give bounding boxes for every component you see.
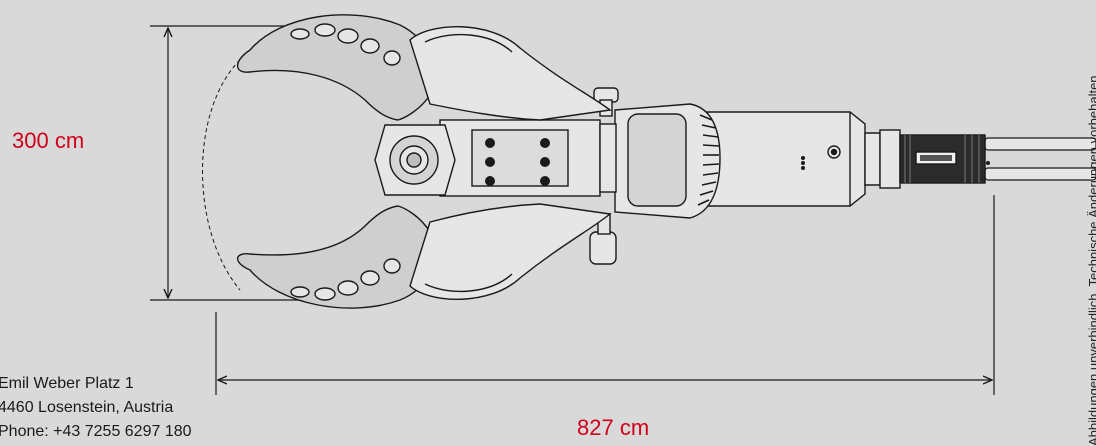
pivot-bolt <box>374 124 456 196</box>
address-city: 4460 Losenstein, Austria <box>0 399 174 416</box>
address-phone: Phone: +43 7255 6297 180 <box>0 423 192 440</box>
upper-blade <box>236 14 612 121</box>
hydraulic-hoses <box>984 137 1096 181</box>
lower-blade <box>236 203 612 309</box>
width-dimension-label: 827 cm <box>577 415 650 440</box>
address-street: Emil Weber Platz 1 <box>0 375 134 392</box>
handle-housing <box>589 87 721 265</box>
center-rail <box>439 119 617 197</box>
opening-arc <box>202 59 241 291</box>
width-dimension <box>215 195 995 395</box>
disclaimer-note: Abbildungen unverbindlich. Technische Än… <box>1086 71 1096 446</box>
tool-body <box>699 111 990 207</box>
height-dimension-label: 300 cm <box>12 128 85 153</box>
